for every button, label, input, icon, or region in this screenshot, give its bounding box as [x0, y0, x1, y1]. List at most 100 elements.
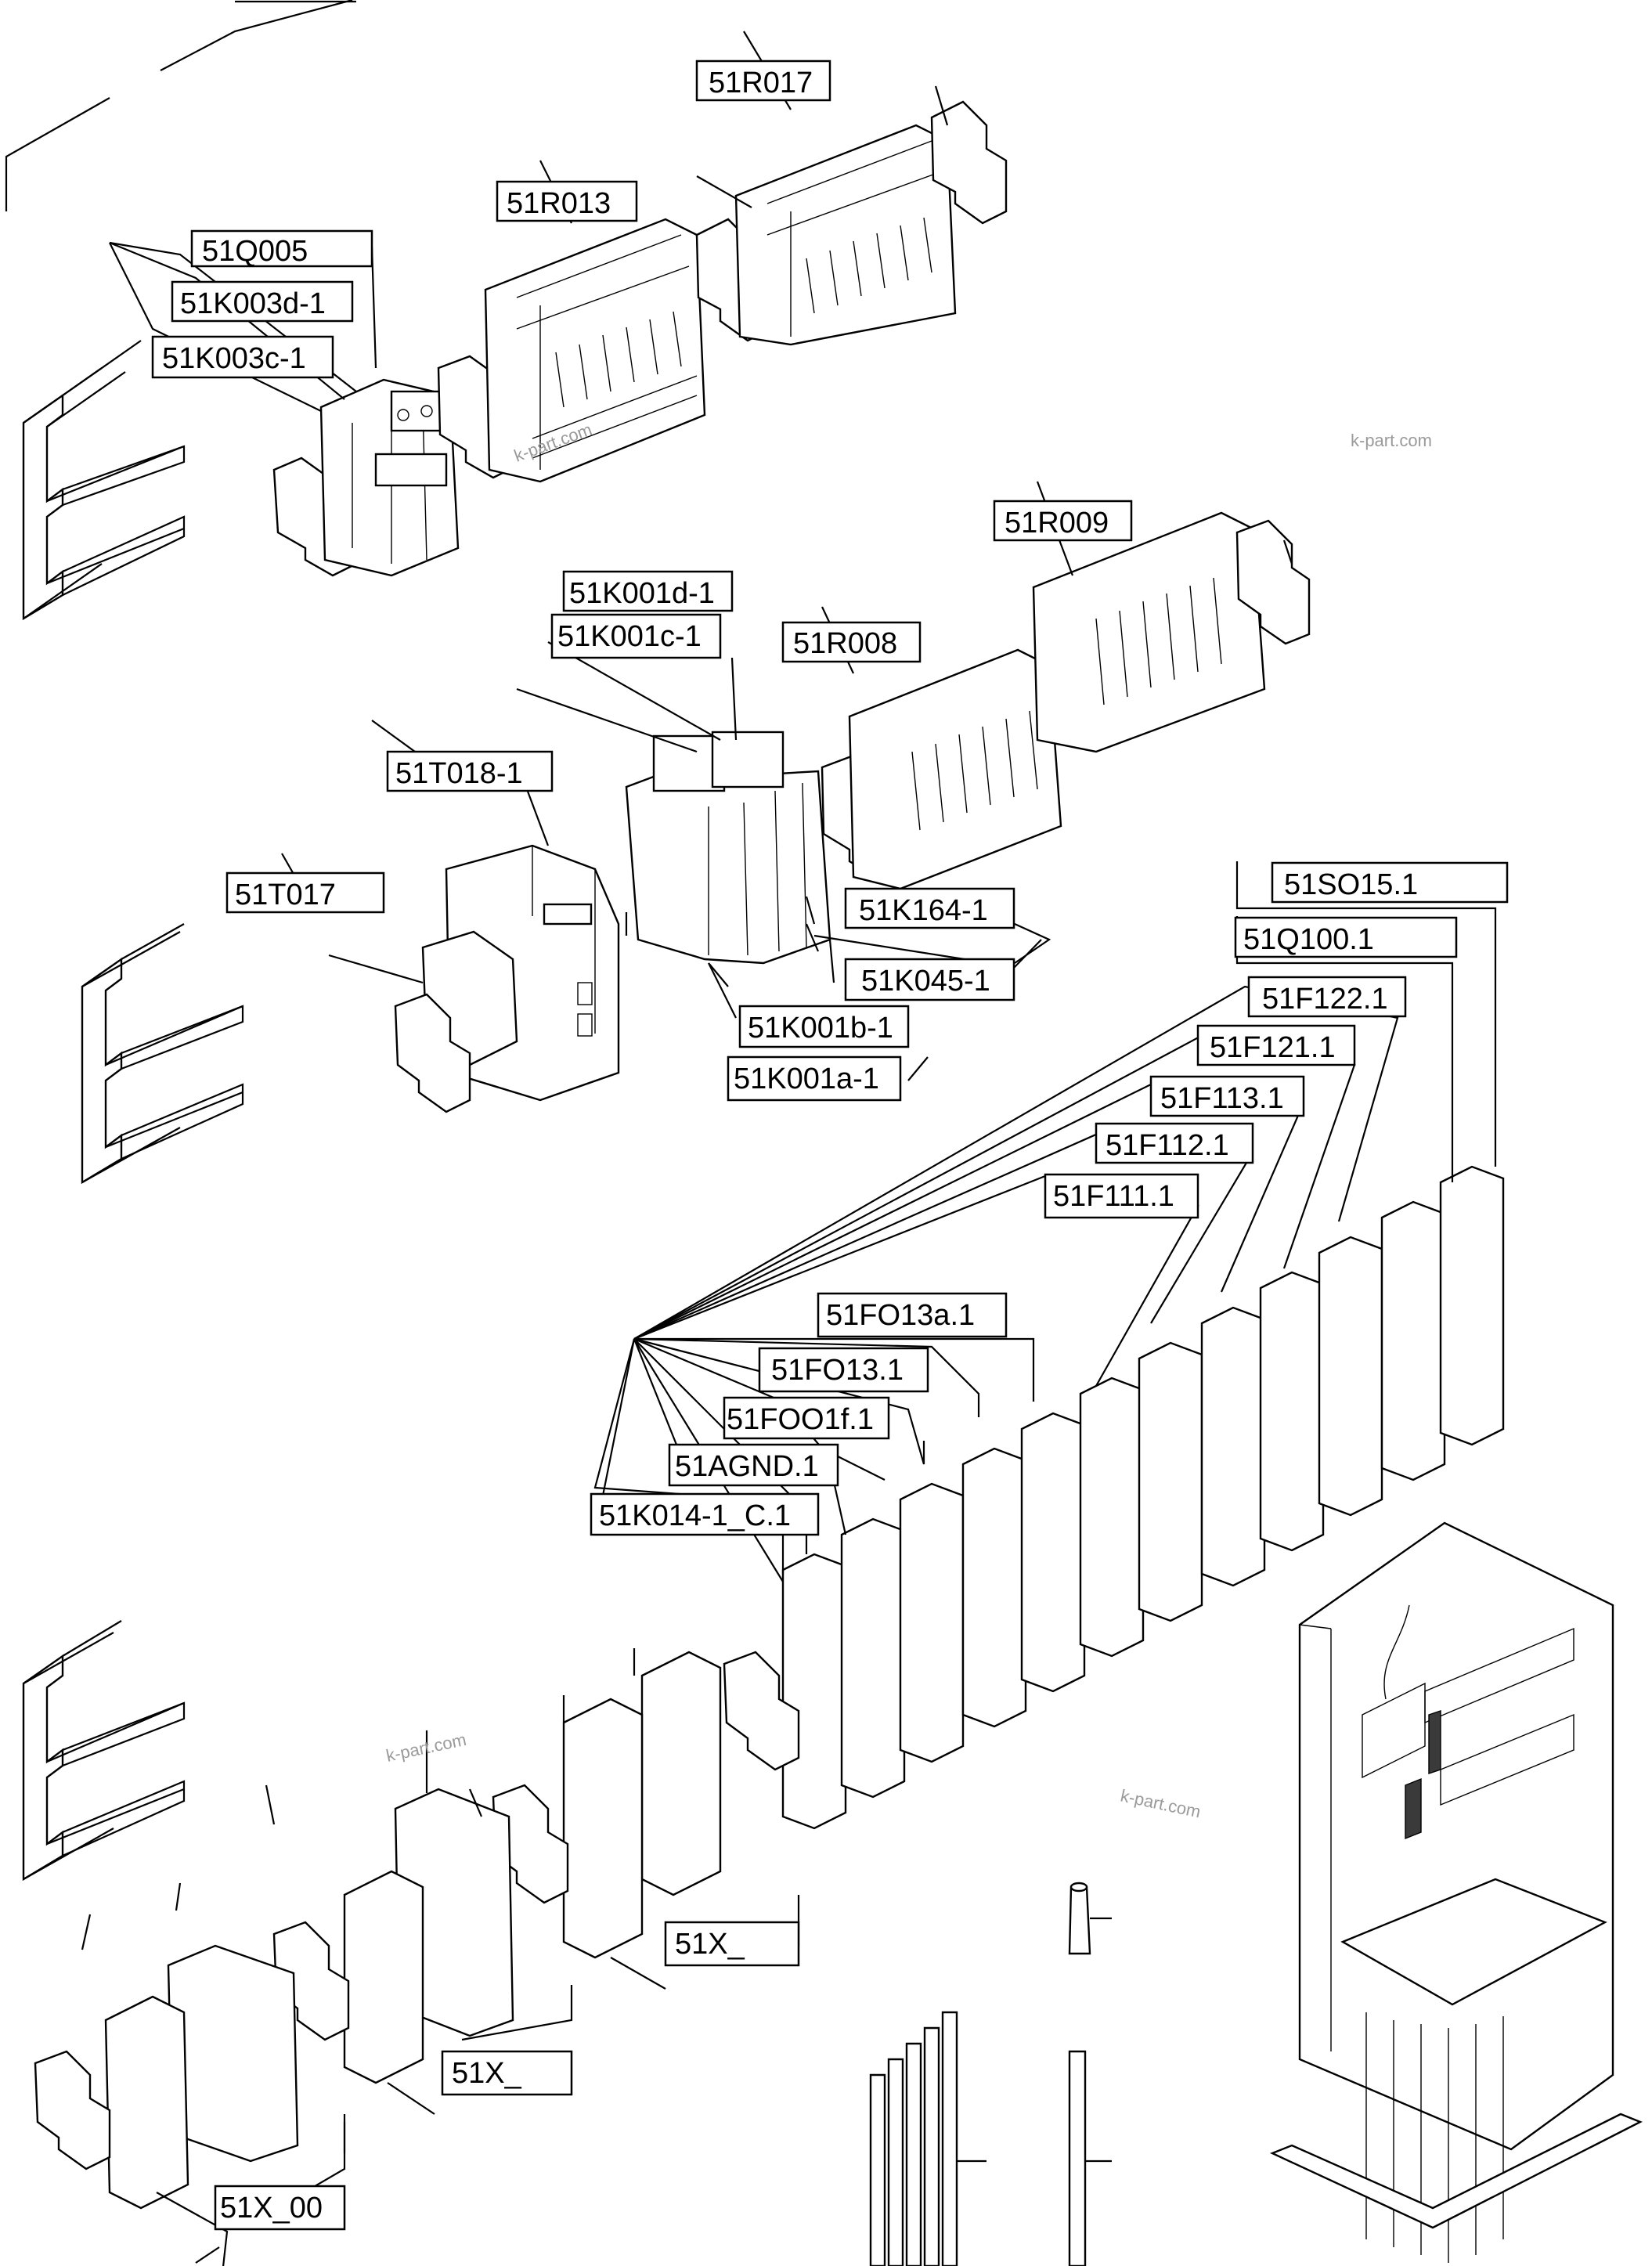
label-51k164-1: 51K164-1	[844, 887, 1015, 929]
label-51r009: 51R009	[993, 500, 1133, 542]
label-51f112-1: 51F112.1	[1095, 1122, 1254, 1164]
fuse-terminal-10	[1318, 1236, 1383, 1517]
end-clamp-row2-left	[394, 993, 471, 1113]
din-rail-lower	[22, 1620, 186, 1882]
fuse-terminal-7	[1138, 1341, 1203, 1622]
label-51q100-1: 51Q100.1	[1234, 916, 1458, 958]
svg-text:51K003d-1: 51K003d-1	[180, 287, 326, 320]
svg-text:51X_: 51X_	[675, 1928, 745, 1961]
relay-block-51q005	[319, 378, 460, 577]
fuse-terminal-3	[899, 1482, 965, 1763]
svg-text:51R008: 51R008	[793, 627, 897, 660]
svg-text:51K001b-1: 51K001b-1	[748, 1012, 893, 1045]
cabinet-frame-top	[5, 0, 356, 211]
label-51r013: 51R013	[496, 180, 638, 222]
svg-text:51AGND.1: 51AGND.1	[675, 1450, 819, 1483]
watermark-4: k-part.com	[1119, 1785, 1203, 1821]
watermark-1: k-part.com	[1351, 431, 1432, 450]
label-51t017: 51T017	[225, 871, 385, 914]
svg-text:51FOO1f.1: 51FOO1f.1	[727, 1403, 874, 1436]
label-51k003d-1: 51K003d-1	[171, 280, 354, 323]
svg-text:51F111.1: 51F111.1	[1053, 1180, 1174, 1213]
fuse-terminal-4	[961, 1447, 1027, 1728]
label-51so15-1: 51SO15.1	[1271, 861, 1509, 904]
svg-text:51X_: 51X_	[452, 2057, 522, 2090]
svg-text:51X_00: 51X_00	[220, 2192, 323, 2225]
terminal-block-51r008	[848, 648, 1062, 890]
r013-resistors	[555, 311, 682, 408]
svg-text:51R009: 51R009	[1005, 507, 1109, 539]
svg-text:51T017: 51T017	[235, 879, 336, 911]
svg-text:51K003c-1: 51K003c-1	[162, 342, 306, 375]
label-51x-00: 51X_00	[214, 2185, 346, 2231]
end-clamp-row3-d	[34, 2050, 111, 2170]
end-clamp-row2-right	[1235, 519, 1311, 645]
svg-text:51K001a-1: 51K001a-1	[734, 1063, 879, 1095]
label-51k014-1-c-1: 51K014-1_C.1	[590, 1492, 820, 1536]
label-51fo13-1: 51FO13.1	[758, 1347, 929, 1393]
fuse-terminal-12	[1439, 1165, 1505, 1446]
fuse-terminal-8	[1200, 1306, 1266, 1587]
wire-bundle-part	[869, 2011, 958, 2266]
din-rail-upper	[22, 340, 186, 621]
svg-text:51R013: 51R013	[507, 187, 611, 220]
svg-text:51Q100.1: 51Q100.1	[1243, 923, 1374, 956]
fuse-terminal-2	[840, 1517, 906, 1799]
terminal-block-51r017	[734, 124, 957, 346]
relay-group-51k001	[625, 731, 831, 965]
svg-text:51K001d-1: 51K001d-1	[569, 577, 715, 610]
label-51x-upper: 51X_	[664, 1921, 800, 1967]
label-51f121-1: 51F121.1	[1196, 1024, 1356, 1066]
r017-resistors	[806, 217, 932, 314]
svg-text:51K001c-1: 51K001c-1	[557, 620, 702, 653]
single-wire-part	[1068, 2050, 1087, 2266]
fuse-terminal-5	[1020, 1412, 1086, 1693]
r009-resistors	[1095, 577, 1222, 705]
svg-text:51F113.1: 51F113.1	[1160, 1082, 1284, 1115]
fuse-terminal-9	[1259, 1271, 1325, 1552]
fuse-terminal-1	[781, 1553, 847, 1830]
label-51k003c-1: 51K003c-1	[151, 335, 334, 379]
label-51q005: 51Q005	[190, 229, 373, 268]
svg-text:51F122.1: 51F122.1	[1262, 983, 1388, 1016]
label-51f122-1: 51F122.1	[1247, 976, 1407, 1018]
end-clamp-row1-right-b	[930, 100, 1008, 225]
svg-text:51FO13a.1: 51FO13a.1	[826, 1299, 975, 1332]
label-51f113-1: 51F113.1	[1149, 1075, 1305, 1117]
terminal-stack-row3-b	[167, 1944, 299, 2163]
svg-text:51R017: 51R017	[709, 67, 813, 99]
label-51foo1f-1: 51FOO1f.1	[723, 1396, 890, 1440]
r008-resistors	[911, 710, 1038, 831]
end-plate-row3-c	[343, 1870, 424, 2084]
end-plate-row3-d	[104, 1995, 189, 2210]
label-51k001b-1: 51K001b-1	[738, 1005, 910, 1048]
terminal-block-51r009	[1032, 511, 1266, 753]
label-51t018-1: 51T018-1	[386, 750, 554, 792]
label-51fo13a-1: 51FO13a.1	[817, 1292, 1008, 1338]
svg-text:51K045-1: 51K045-1	[861, 965, 990, 998]
label-51x-lower: 51X_	[441, 2050, 573, 2096]
label-51f111-1: 51F111.1	[1044, 1173, 1199, 1219]
end-clamp-row3-a	[723, 1651, 800, 1771]
svg-text:51SO15.1: 51SO15.1	[1284, 868, 1418, 901]
label-51k001c-1: 51K001c-1	[550, 613, 722, 659]
svg-text:51K164-1: 51K164-1	[859, 894, 988, 927]
svg-text:51F112.1: 51F112.1	[1106, 1129, 1229, 1162]
din-rail-middle	[81, 923, 244, 1185]
fuse-terminal-11	[1380, 1200, 1446, 1481]
svg-text:51T018-1: 51T018-1	[395, 757, 523, 790]
label-51agnd-1: 51AGND.1	[668, 1443, 839, 1487]
svg-text:51F121.1: 51F121.1	[1210, 1031, 1336, 1064]
svg-text:51FO13.1: 51FO13.1	[771, 1354, 904, 1387]
terminal-pin-part	[1068, 1882, 1091, 1955]
end-plate-row3-b	[562, 1698, 644, 1959]
control-cabinet	[1269, 1521, 1643, 2263]
fuse-terminal-row	[781, 1165, 1505, 1830]
label-51k001d-1: 51K001d-1	[562, 570, 734, 612]
label-51k001a-1: 51K001a-1	[727, 1055, 902, 1102]
svg-text:51K014-1_C.1: 51K014-1_C.1	[599, 1499, 791, 1532]
svg-text:51Q005: 51Q005	[202, 235, 308, 268]
label-51r017: 51R017	[695, 60, 831, 102]
